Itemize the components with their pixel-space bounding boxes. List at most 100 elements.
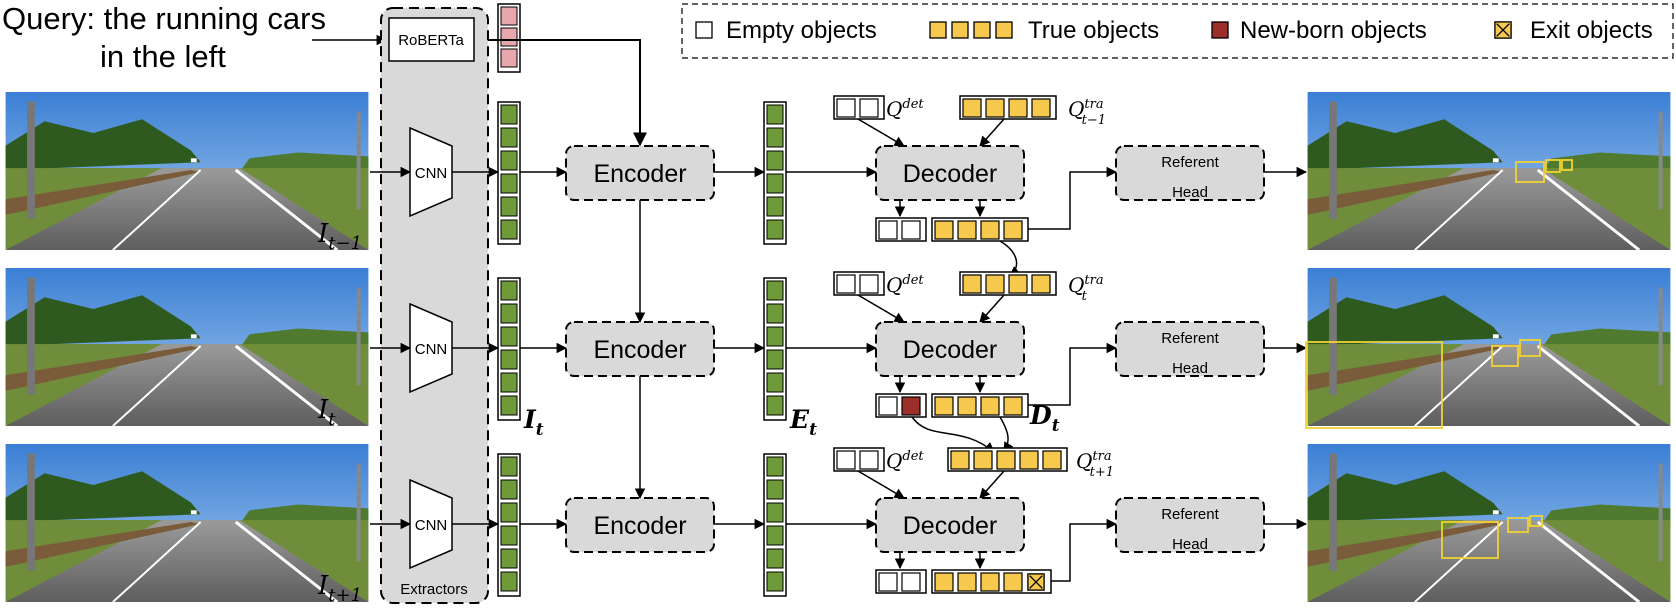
track-query-tokens-cell [1019,450,1039,470]
decoder-block: Decoder [875,145,1025,201]
image-feature-tokens-token [500,173,518,194]
cnn-label: CNN [415,517,448,534]
encoder-memory-tokens-token [766,456,784,477]
encoder-block-label: Encoder [593,512,686,540]
text-feature-tokens [497,3,521,73]
encoder-memory-tokens-token [766,502,784,523]
image-feature-tokens-token [500,280,518,301]
legend-newborn-label: New-born objects [1240,17,1427,44]
input-frame-label: It [317,395,336,430]
track-output-tokens-cell [934,220,954,240]
decoder-block-box [875,145,1025,201]
decoder-block-box [875,497,1025,553]
encoder-memory-tokens-token [766,280,784,301]
image-feature-tokens-token [500,326,518,347]
referred-object-box [1491,345,1519,367]
encoder-memory-tokens [763,453,787,597]
encoder-memory-tokens-token [766,303,784,324]
encoder-block: Encoder [565,321,715,377]
encoder-block: Encoder [565,145,715,201]
image-feature-tokens-token [500,479,518,500]
encoder-memory-tokens-token [766,548,784,569]
detect-query-tokens-cell [836,98,856,118]
track-output-tokens-cell [934,572,954,592]
detect-query-tokens [833,447,885,472]
referent-head-block-label-1: Referent [1161,154,1219,171]
encoder-memory-tokens-token [766,104,784,125]
track-query-arrow [979,470,1005,499]
image-feature-label: It [523,405,544,440]
track-output-tokens [931,569,1052,594]
track-query-tokens [947,447,1068,472]
detect-query-label: Qdet [886,273,924,297]
detect-query-tokens-cell [836,274,856,294]
track-output-tokens-cell [1003,220,1023,240]
image-feature-tokens-token [500,502,518,523]
encoder-memory-tokens-token [766,173,784,194]
track-query-tokens [959,271,1057,296]
decoder-to-head-arrow [1028,166,1118,230]
track-query-tokens-cell [950,450,970,470]
encoder-block-label: Encoder [593,160,686,188]
track-query-tokens-cell [1031,274,1051,294]
detect-output-tokens-cell [878,572,898,592]
track-output-tokens-cell [980,220,1000,240]
image-feature-tokens-token [500,395,518,416]
exit-cross-icon [1027,573,1045,591]
text-token [500,6,518,26]
image-feature-tokens-token [500,104,518,125]
track-query-tokens-cell [985,274,1005,294]
image-feature-tokens-token [500,525,518,546]
image-feature-tokens-token [500,303,518,324]
encoder-memory-tokens-token [766,127,784,148]
track-output-tokens [931,393,1029,418]
detect-output-tokens-cell [901,396,921,416]
detect-query-tokens-cell [836,450,856,470]
image-feature-tokens-token [500,456,518,477]
legend-empty-swatch [695,21,713,39]
encoder-memory-tokens-token [766,571,784,592]
image-feature-tokens-token [500,372,518,393]
image-feature-tokens-token [500,219,518,240]
encoder-memory-tokens-token [766,326,784,347]
detect-output-tokens [875,217,927,242]
detect-query-tokens [833,271,885,296]
encoder-memory-label: Et [789,405,817,440]
legend-true-label: True objects [1028,17,1159,44]
detect-query-tokens-cell [859,98,879,118]
detect-output-tokens-cell [878,220,898,240]
encoder-memory-tokens-token [766,479,784,500]
detect-output-tokens-cell [878,396,898,416]
track-propagation-arrow [999,240,1021,277]
referred-object-box [1507,517,1529,533]
legend-box [681,3,1674,59]
encoder-memory-tokens [763,277,787,421]
track-output-tokens-cell [957,572,977,592]
detect-output-tokens-cell [901,572,921,592]
cnn-block [409,302,453,394]
track-query-tokens [959,95,1057,120]
decoder-block: Decoder [875,321,1025,377]
detect-query-tokens [833,95,885,120]
text-token [500,27,518,47]
track-output-tokens-cell [934,396,954,416]
newborn-propagation-arrow [911,416,995,453]
encoder-block-label: Encoder [593,336,686,364]
referred-object-box [1529,515,1543,527]
encoder-memory-tokens-token [766,372,784,393]
text-to-encoder-arrow [488,39,647,147]
input-frame-image [4,268,370,426]
detect-output-tokens [875,569,927,594]
text-token [500,48,518,68]
detect-output-tokens [875,393,927,418]
referent-head-block-label-2: Head [1172,184,1208,201]
query-line-1: Query: the running cars [2,1,326,36]
track-query-tokens-cell [1031,98,1051,118]
encoder-memory-tokens-token [766,150,784,171]
extractors-panel [380,7,489,604]
legend-empty-label: Empty objects [726,17,877,44]
